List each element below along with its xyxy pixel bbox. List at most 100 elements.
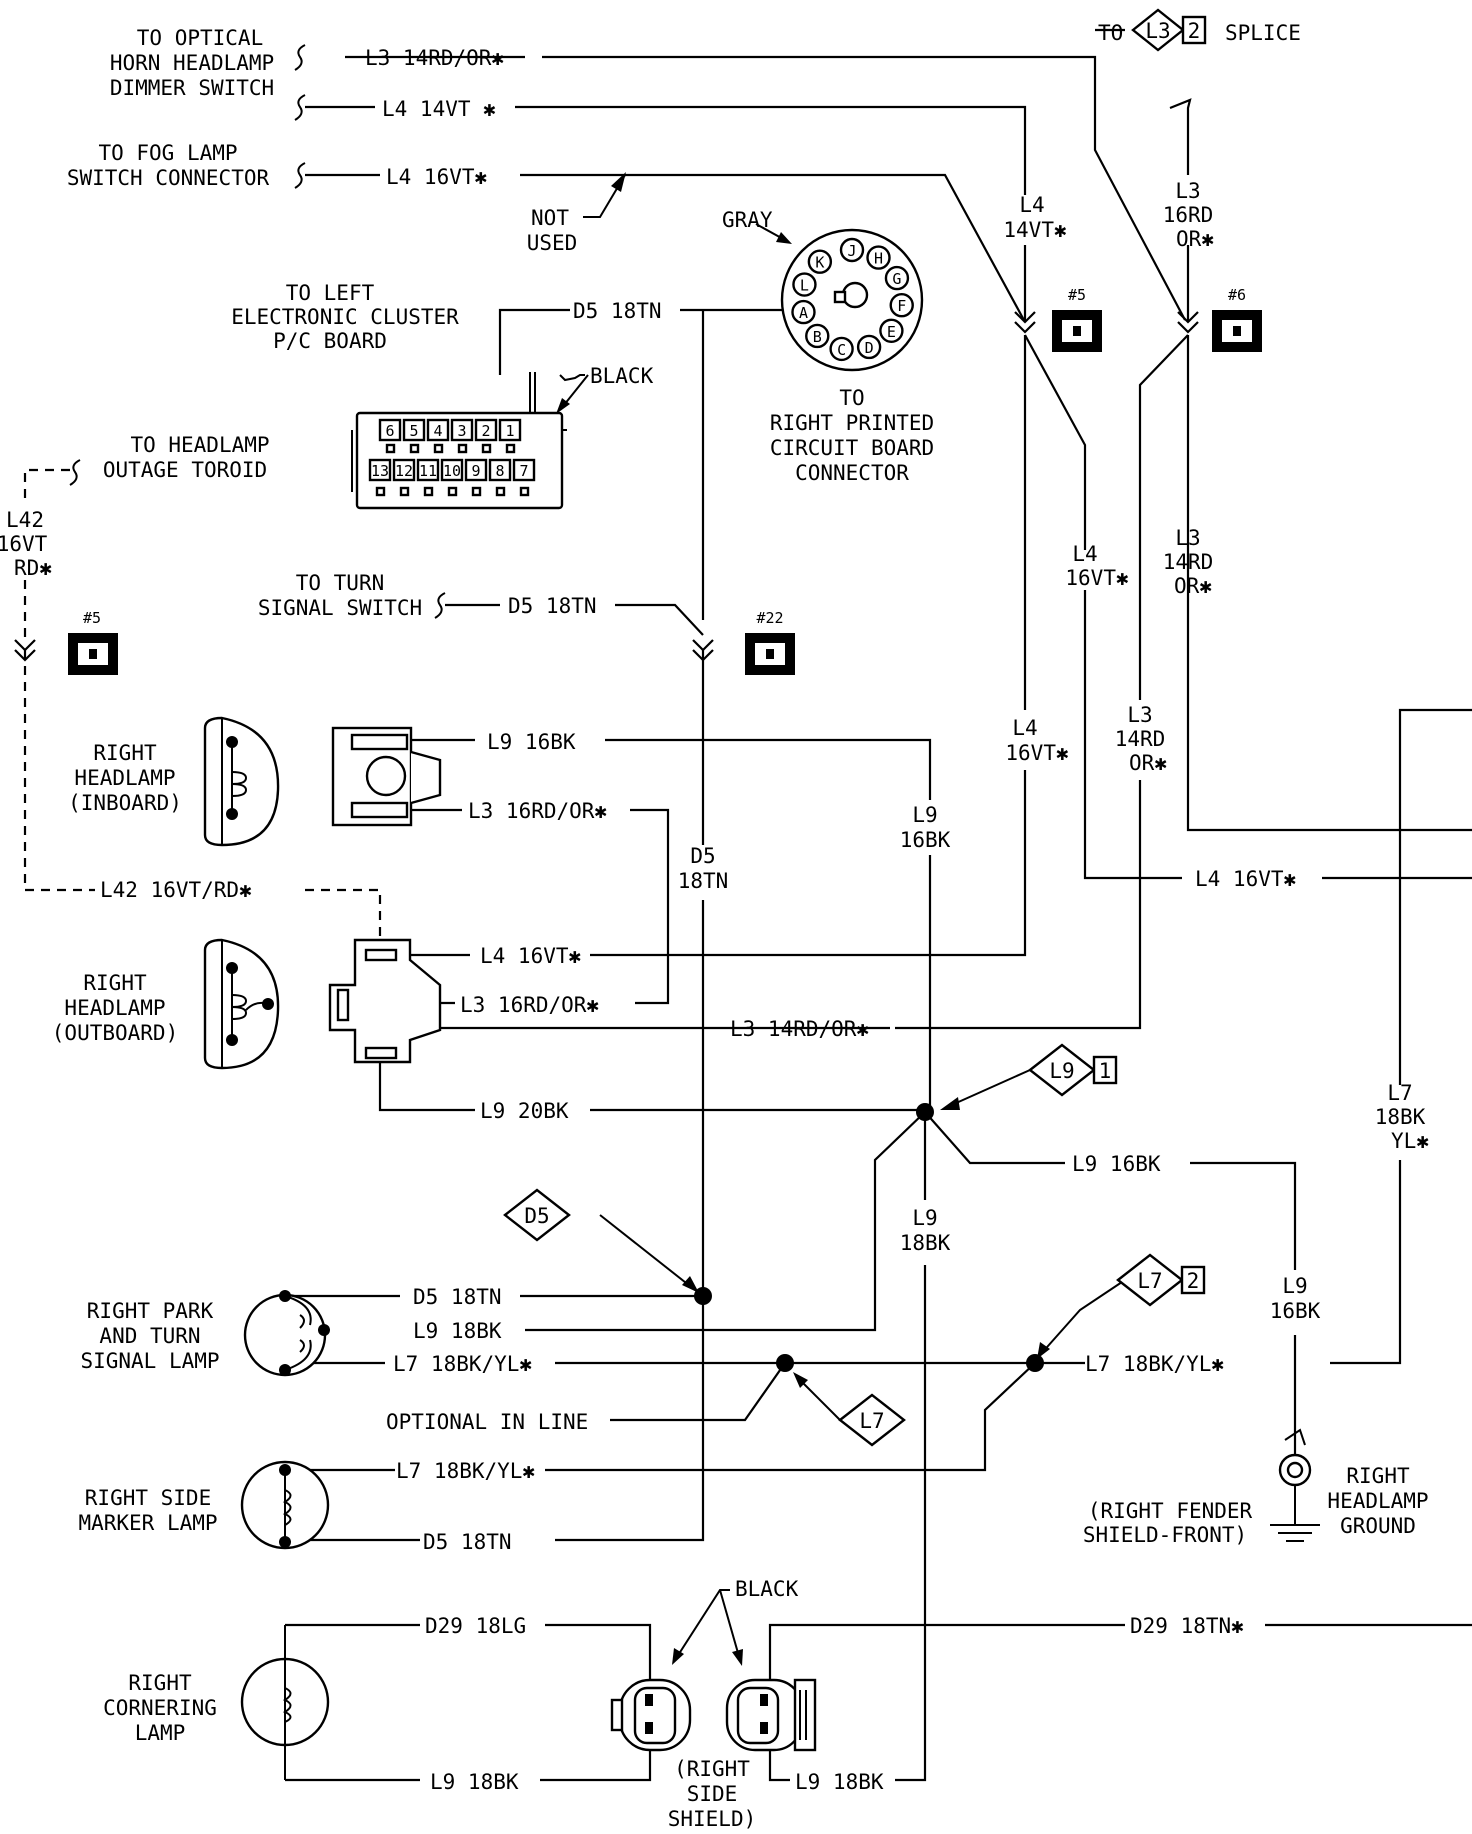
wires	[23, 28, 1472, 1782]
splice-l7-name: L7	[859, 1409, 884, 1433]
round-pin-label: A	[799, 304, 808, 322]
black-pin-box	[426, 418, 450, 442]
label-l7-vert-3: YL✱	[1391, 1129, 1429, 1153]
label-l3-16rd-2: 16RD	[1163, 203, 1214, 227]
label-d29-18tn: D29 18TN✱	[1130, 1614, 1244, 1638]
label-l42-1: L42	[6, 508, 44, 532]
splice-word: SPLICE	[1225, 21, 1301, 45]
cornering-line2: CORNERING	[103, 1696, 217, 1720]
splice-l3-2: L3 2	[1131, 8, 1207, 52]
black-pin-label: 2	[481, 422, 490, 440]
round-pin-label: C	[837, 341, 846, 359]
label-l42-2: 16VT	[0, 532, 48, 556]
black-pin-latch	[457, 443, 468, 454]
to-splice-label: TO	[1098, 21, 1123, 45]
round-pin-label: L	[800, 277, 809, 295]
shield-line3: SHIELD)	[668, 1807, 757, 1831]
black-pin-latch	[519, 486, 530, 497]
black-pin-latch	[409, 443, 420, 454]
label-l3-14rd-vert-3: OR✱	[1174, 574, 1212, 598]
black-pin-label: 3	[457, 422, 466, 440]
right-side-marker-lamp	[240, 1460, 330, 1550]
round-pin-ring	[829, 336, 854, 362]
label-l42-3: RD✱	[14, 556, 52, 580]
label-l3-14rd-vert-2: 14RD	[1163, 550, 1214, 574]
ref-box-22: #22	[745, 609, 795, 675]
marker-line2: MARKER LAMP	[78, 1511, 217, 1535]
black-pin-box	[512, 458, 536, 482]
label-l3-14rd-vert-1: L3	[1175, 526, 1200, 550]
wire-l3-merge	[1186, 335, 1472, 832]
splice-dots	[694, 1103, 1044, 1372]
round-pin-ring	[856, 334, 882, 360]
black-pin-label: 11	[419, 462, 437, 480]
label-d5-vert-2: 18TN	[678, 869, 729, 893]
pointer-arrows	[556, 223, 1126, 1666]
shield-line1: (RIGHT	[674, 1757, 750, 1781]
black-pin-box	[378, 418, 402, 442]
wire-d5-turn	[445, 603, 704, 636]
splice-d5: D5	[503, 1188, 571, 1242]
left-labels: TO OPTICAL HORN HEADLAMP DIMMER SWITCH T…	[52, 21, 1429, 1831]
round-pin-ring	[866, 245, 891, 270]
label-l9-16bk-vert-2: 16BK	[900, 828, 951, 852]
label-l4-16vt-right: L4 16VT✱	[1195, 867, 1297, 891]
round-pin-ring	[839, 237, 865, 263]
round-pin-label: J	[847, 242, 856, 260]
park-line2: AND TURN	[99, 1324, 200, 1348]
black-pin-latch	[399, 486, 410, 497]
label-l9-18bk-park: L9 18BK	[413, 1319, 502, 1343]
label-l7-right: L7 18BK/YL✱	[1085, 1352, 1224, 1376]
right-headlamp-inboard	[203, 716, 280, 847]
label-l7-vert-2: 18BK	[1375, 1105, 1426, 1129]
label-l3-14rd-outboard: L3 14RD/OR✱	[730, 1017, 869, 1041]
wire-l7-vert-right	[1330, 708, 1472, 1365]
black-pin-label: 6	[385, 422, 394, 440]
label-l7-park: L7 18BK/YL✱	[393, 1352, 532, 1376]
fender-line1: (RIGHT FENDER	[1088, 1499, 1253, 1523]
black-pin-label: 7	[519, 462, 528, 480]
splice-d5-name: D5	[524, 1204, 549, 1228]
label-l9-18bk-vert-1: L9	[912, 1206, 937, 1230]
marker-line1: RIGHT SIDE	[85, 1486, 211, 1510]
ground-line2: HEADLAMP	[1327, 1489, 1428, 1513]
black-pin-latch	[505, 443, 516, 454]
label-l3-16rd-1: L3	[1175, 179, 1200, 203]
black-pin-latch	[481, 443, 492, 454]
fender-line2: SHIELD-FRONT)	[1083, 1523, 1247, 1547]
wire-l3-14rd-or-top	[345, 55, 1186, 321]
splice-l7-2-name: L7	[1137, 1269, 1162, 1293]
label-l3-16rd-inboard: L3 16RD/OR✱	[468, 799, 607, 823]
black-pin-label: 4	[433, 422, 442, 440]
ref-box-5-top: #5	[1052, 286, 1102, 352]
black-pin-latch	[375, 486, 386, 497]
wire-l4-16vt-top	[305, 173, 1026, 323]
label-l7-marker: L7 18BK/YL✱	[396, 1459, 535, 1483]
to-left-cluster-line2: ELECTRONIC CLUSTER	[231, 305, 459, 329]
wire-l4-14vt-down	[590, 335, 1027, 957]
not-used-line2: USED	[527, 231, 578, 255]
outboard-line1: RIGHT	[83, 971, 147, 995]
label-l4-16vt-vert2-2: 16VT✱	[1005, 741, 1069, 765]
black-pin-label: 8	[495, 462, 504, 480]
black-pin-label: 9	[471, 462, 480, 480]
label-l9-16bk-ground-vert-1: L9	[1282, 1274, 1307, 1298]
black-pin-box	[368, 458, 392, 482]
black-pin-box	[464, 458, 488, 482]
splice-l7-2: L7 2	[1116, 1253, 1206, 1307]
round-pin-label: H	[874, 250, 883, 268]
round-pin-ring	[807, 249, 833, 274]
label-l4-14vt-top: L4 14VT ✱	[382, 97, 496, 121]
inboard-headlamp-connector	[331, 726, 442, 827]
black-pin-box	[450, 418, 474, 442]
wire-l4-14vt-top	[305, 105, 1027, 322]
to-fog-line1: TO FOG LAMP	[98, 141, 237, 165]
round-pin-ring	[791, 299, 816, 325]
black-pin-box	[416, 458, 440, 482]
splice-l9-1-name: L9	[1049, 1059, 1074, 1083]
black-pin-box	[488, 458, 512, 482]
ref-5-top-label: #5	[1068, 286, 1086, 304]
splice-l7: L7	[838, 1393, 906, 1447]
